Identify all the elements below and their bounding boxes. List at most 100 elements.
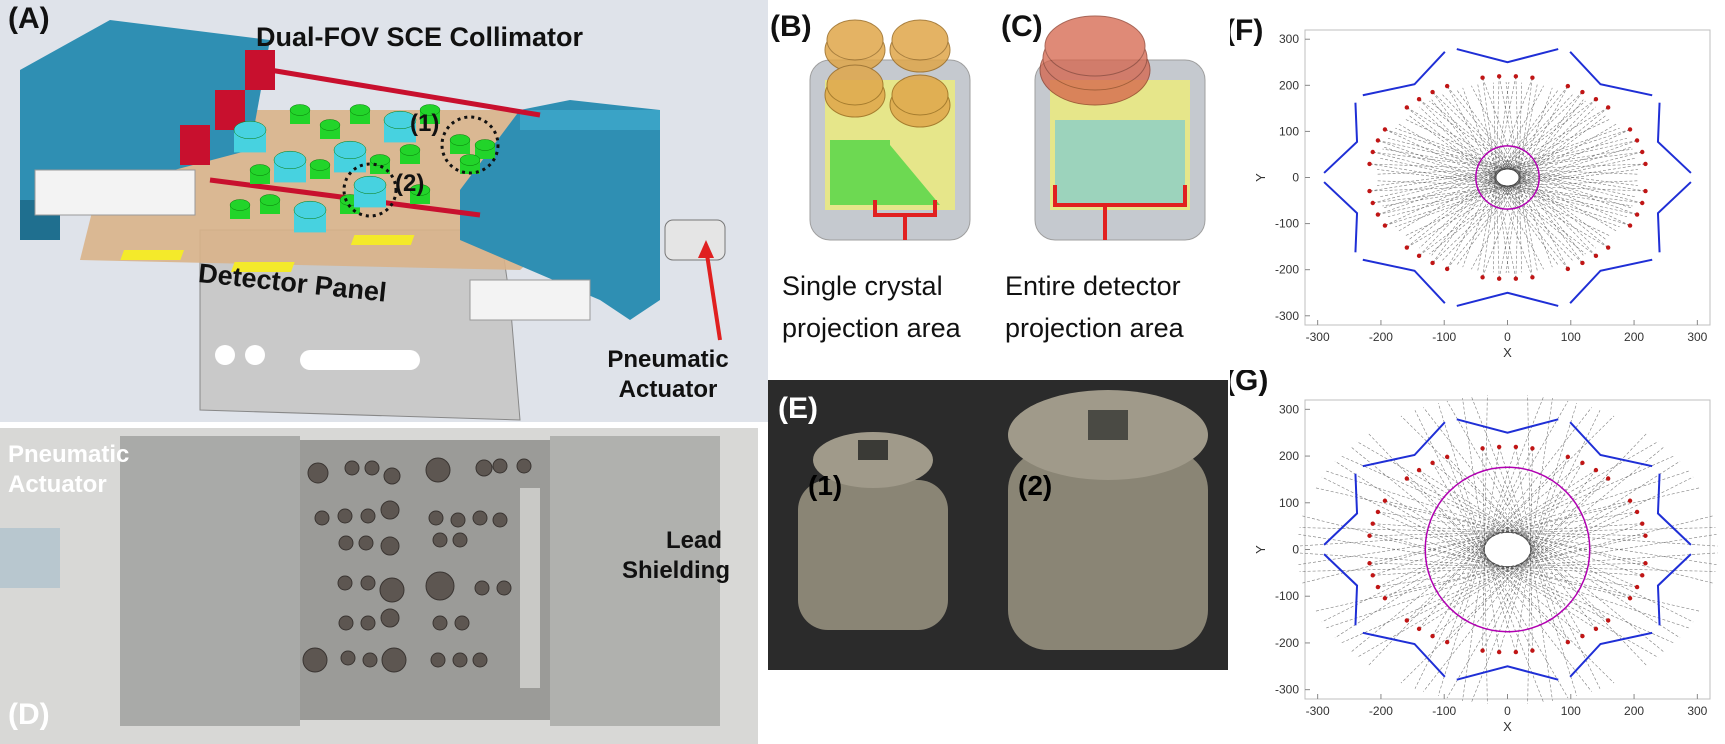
detector-segment bbox=[1456, 418, 1559, 434]
focal-point bbox=[1634, 509, 1640, 515]
focal-point bbox=[1375, 509, 1381, 515]
panel-label-f: (F) bbox=[1230, 14, 1264, 47]
panel-b: (B) Single crystal projection area bbox=[770, 0, 985, 360]
fov-circle bbox=[1424, 466, 1591, 633]
ray-line bbox=[1382, 163, 1646, 207]
focal-point bbox=[1605, 476, 1611, 481]
collimator-disk bbox=[302, 647, 328, 673]
ray-line bbox=[1321, 478, 1609, 623]
pinhole-array bbox=[120, 104, 496, 272]
ray-line bbox=[1298, 534, 1638, 588]
x-tick-label: 0 bbox=[1504, 704, 1511, 718]
focal-point bbox=[1404, 618, 1410, 623]
focal-point bbox=[1634, 584, 1640, 590]
ray-line bbox=[1387, 138, 1643, 204]
ray-line bbox=[1297, 552, 1643, 576]
pinhole-top bbox=[233, 120, 267, 140]
actuator-arrow bbox=[704, 247, 722, 341]
panel-d: Pneumatic Actuator Lead Shielding (D) bbox=[0, 428, 758, 744]
e-marker-2: (2) bbox=[1018, 470, 1053, 501]
marker-circle-1 bbox=[440, 115, 500, 175]
marker-label-1: (1) bbox=[410, 110, 440, 137]
collimator-disk bbox=[379, 577, 405, 603]
focal-point bbox=[1634, 212, 1640, 217]
x-tick-label: -300 bbox=[1306, 704, 1330, 718]
pinhole-top bbox=[419, 104, 441, 116]
ray-line bbox=[1462, 446, 1500, 701]
ray-line bbox=[1384, 146, 1632, 226]
panel-label-d: (D) bbox=[8, 698, 50, 731]
x-tick-label: -200 bbox=[1369, 330, 1393, 344]
focal-point bbox=[1627, 596, 1633, 601]
focal-point bbox=[1565, 266, 1571, 272]
ray-line bbox=[1482, 410, 1601, 651]
detector-segment bbox=[1656, 473, 1692, 546]
collimator-disk bbox=[360, 508, 376, 524]
ray-line bbox=[1395, 127, 1638, 215]
c-caption: Entire detector projection area bbox=[1005, 265, 1184, 349]
ray-line bbox=[1482, 448, 1488, 704]
panel-label-a: (A) bbox=[8, 2, 50, 35]
pinhole-top bbox=[383, 110, 417, 130]
focal-point bbox=[1404, 476, 1410, 481]
ray-lines bbox=[1369, 76, 1646, 279]
ray-line bbox=[1379, 140, 1638, 198]
ray-line bbox=[1515, 82, 1523, 279]
x-tick-label: 300 bbox=[1687, 704, 1707, 718]
ray-line bbox=[1340, 511, 1638, 644]
actuator-label-line2: Actuator bbox=[618, 376, 718, 403]
detector-pad bbox=[120, 250, 185, 260]
y-tick-label: 100 bbox=[1279, 496, 1299, 510]
marker-circle-2 bbox=[342, 162, 398, 218]
detector-segment bbox=[1656, 553, 1692, 626]
ray-line bbox=[1446, 85, 1544, 270]
fov-circle bbox=[1475, 145, 1540, 210]
ray-line bbox=[1492, 82, 1500, 279]
focal-point bbox=[1370, 200, 1375, 206]
x-tick-label: 200 bbox=[1624, 704, 1644, 718]
x-tick-label: 100 bbox=[1561, 704, 1581, 718]
panel-label-b: (B) bbox=[770, 10, 812, 43]
ray-line bbox=[1515, 76, 1523, 273]
ray-line bbox=[1471, 85, 1569, 270]
ray-line bbox=[1400, 478, 1609, 684]
pinhole-top bbox=[399, 144, 421, 156]
ray-line bbox=[1462, 398, 1500, 653]
ray-line bbox=[1398, 107, 1609, 232]
ray-line bbox=[1372, 151, 1639, 186]
panel-g: (G) -300-200-10001002003003002001000-100… bbox=[1230, 370, 1725, 744]
ray-line bbox=[1446, 462, 1583, 699]
ray-line bbox=[1442, 98, 1597, 261]
collimator-disk bbox=[496, 580, 512, 596]
pinhole-top bbox=[293, 200, 327, 220]
y-tick-label: 0 bbox=[1292, 171, 1299, 185]
focal-point bbox=[1627, 498, 1633, 503]
focal-point bbox=[1627, 223, 1633, 228]
y-tick-label: 0 bbox=[1292, 543, 1299, 557]
ray-line bbox=[1477, 84, 1517, 279]
annotation-layer bbox=[342, 115, 722, 341]
ray-line bbox=[1471, 85, 1569, 270]
ray-line bbox=[1482, 82, 1510, 278]
ray-line bbox=[1384, 441, 1659, 599]
ray-line bbox=[1418, 407, 1592, 630]
focal-point bbox=[1643, 533, 1648, 538]
detector-segment bbox=[1323, 473, 1359, 546]
focal-point bbox=[1496, 74, 1502, 79]
focal-point bbox=[1580, 89, 1585, 95]
collimator-disk bbox=[428, 510, 444, 526]
x-tick-label: -200 bbox=[1369, 704, 1393, 718]
y-tick-label: -300 bbox=[1275, 309, 1299, 323]
collimator-disks bbox=[302, 457, 532, 673]
ray-line bbox=[1419, 91, 1583, 249]
ray-line bbox=[1515, 446, 1553, 701]
collimator-disk bbox=[472, 510, 488, 526]
collimator-disk bbox=[474, 580, 490, 596]
detector-segment bbox=[1656, 181, 1692, 253]
collimator-disk bbox=[380, 500, 400, 520]
y-tick-label: -100 bbox=[1275, 217, 1299, 231]
ray-line bbox=[1384, 129, 1632, 209]
focal-point bbox=[1404, 245, 1410, 250]
ray-line bbox=[1377, 455, 1675, 588]
